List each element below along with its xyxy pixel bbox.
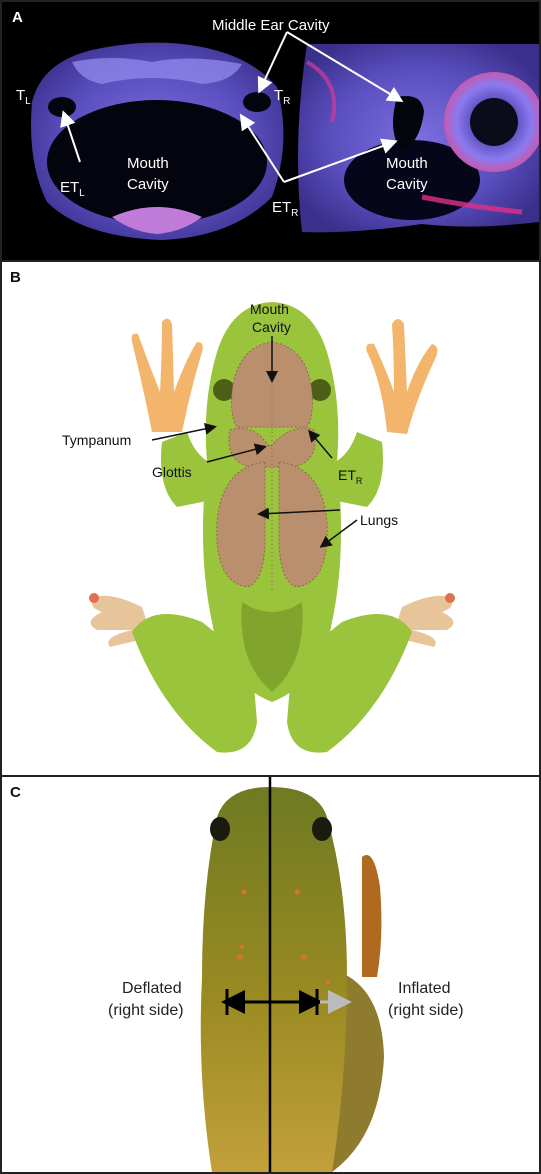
label-tympanum: Tympanum: [62, 432, 131, 448]
label-et-right: ETR: [272, 199, 298, 219]
label-glottis: Glottis: [152, 464, 192, 480]
panel-b-frog-diagram: B Mouth Cavity Tympanum Glottis ETR Lung…: [0, 262, 541, 775]
label-deflated-1: Deflated: [122, 980, 182, 997]
frog-photo-body: [201, 787, 347, 1172]
label-middle-ear-cavity: Middle Ear Cavity: [212, 17, 330, 34]
panel-a-letter: A: [12, 9, 23, 26]
label-deflated-2: (right side): [108, 1002, 184, 1019]
panel-c-frog-photo: C Deflated (right side) Inflated (right …: [0, 775, 541, 1174]
label-inflated-1: Inflated: [398, 980, 450, 997]
panel-a-ct-scan: A Middle Ear Cavity Mouth Cavity Mouth C…: [0, 0, 541, 262]
ct-scan-image: A Middle Ear Cavity Mouth Cavity Mouth C…: [2, 2, 539, 260]
label-mouth-cavity-b-2: Cavity: [252, 319, 291, 335]
panel-c-letter: C: [10, 784, 21, 801]
label-mouth-cavity-b-1: Mouth: [250, 301, 289, 317]
label-mouth-cavity-right-1: Mouth: [386, 155, 428, 172]
frog-anatomy-diagram: B Mouth Cavity Tympanum Glottis ETR Lung…: [2, 262, 539, 775]
label-t-left: TL: [16, 87, 31, 107]
frog-front-right-hand: [366, 319, 437, 434]
label-lungs: Lungs: [360, 512, 398, 528]
frog-photo: C Deflated (right side) Inflated (right …: [2, 777, 539, 1172]
panel-b-letter: B: [10, 269, 21, 286]
label-mouth-cavity-left-1: Mouth: [127, 155, 169, 172]
label-mouth-cavity-right-2: Cavity: [386, 176, 428, 193]
frog-front-left-hand: [132, 318, 203, 432]
label-inflated-2: (right side): [388, 1002, 464, 1019]
label-mouth-cavity-left-2: Cavity: [127, 176, 169, 193]
